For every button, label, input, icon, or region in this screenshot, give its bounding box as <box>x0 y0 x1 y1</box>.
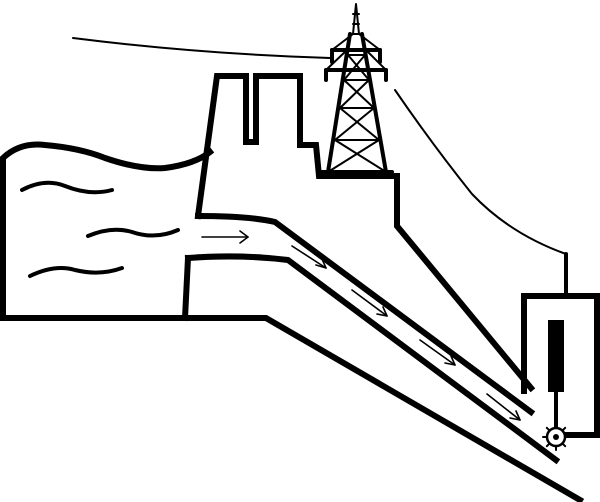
flow-arrow <box>291 245 327 269</box>
penstock <box>182 212 585 502</box>
turbine <box>542 423 570 451</box>
flow-arrows <box>201 230 521 421</box>
flow-arrow <box>419 339 456 366</box>
water-wave <box>28 266 124 278</box>
power-line <box>394 89 567 255</box>
flow-arrow <box>486 393 521 421</box>
flow-arrow <box>351 289 388 317</box>
power-line <box>72 37 331 59</box>
generator <box>548 320 564 392</box>
reservoir <box>0 141 215 321</box>
water-wave <box>20 180 114 195</box>
powerhouse <box>521 252 600 451</box>
flow-arrow <box>201 230 249 244</box>
water-wave <box>86 227 180 238</box>
dam <box>181 73 536 393</box>
transmission-tower <box>320 3 394 174</box>
